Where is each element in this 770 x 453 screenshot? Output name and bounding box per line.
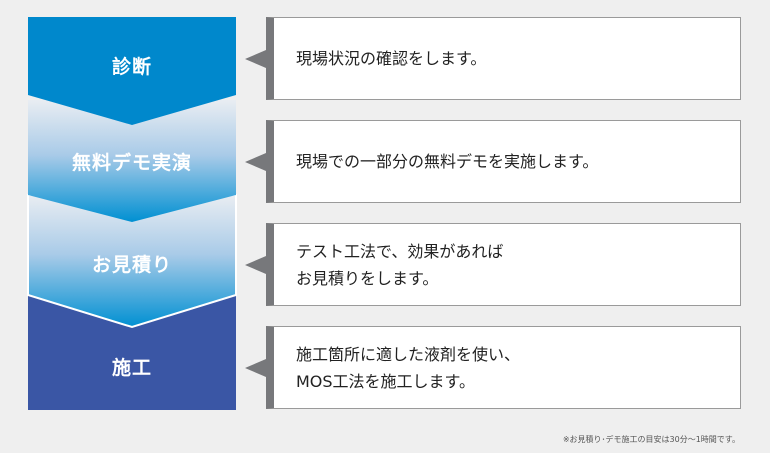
step-1-shape (28, 17, 236, 125)
step-4-description: 施工箇所に適した液剤を使い、 MOS工法を施工します。 (296, 344, 521, 391)
step-2-label: 無料デモ実演 (71, 152, 192, 174)
step-1-label: 診断 (111, 56, 152, 78)
callout-pointer-icon (245, 359, 266, 377)
step-2-shape (28, 100, 236, 222)
footnote: ※お見積り･デモ施工の目安は30分～1時間です。 (562, 435, 740, 444)
callout-pointer-icon (245, 153, 266, 171)
step-1-description-box: 現場状況の確認をします。 (266, 17, 741, 100)
callout-pointer-icon (245, 256, 266, 274)
step-2-description: 現場での一部分の無料デモを実施します。 (296, 152, 599, 171)
step-3-description: テスト工法で、効果があれば お見積りをします。 (296, 241, 504, 288)
step-4-label: 施工 (111, 357, 152, 379)
step-4-description-box: 施工箇所に適した液剤を使い、 MOS工法を施工します。 (266, 326, 741, 409)
step-1-description: 現場状況の確認をします。 (296, 49, 487, 68)
step-2-description-box: 現場での一部分の無料デモを実施します。 (266, 120, 741, 203)
step-3-description-box: テスト工法で、効果があれば お見積りをします。 (266, 223, 741, 306)
step-3-label: お見積り (91, 254, 172, 276)
callout-pointer-icon (245, 50, 266, 68)
